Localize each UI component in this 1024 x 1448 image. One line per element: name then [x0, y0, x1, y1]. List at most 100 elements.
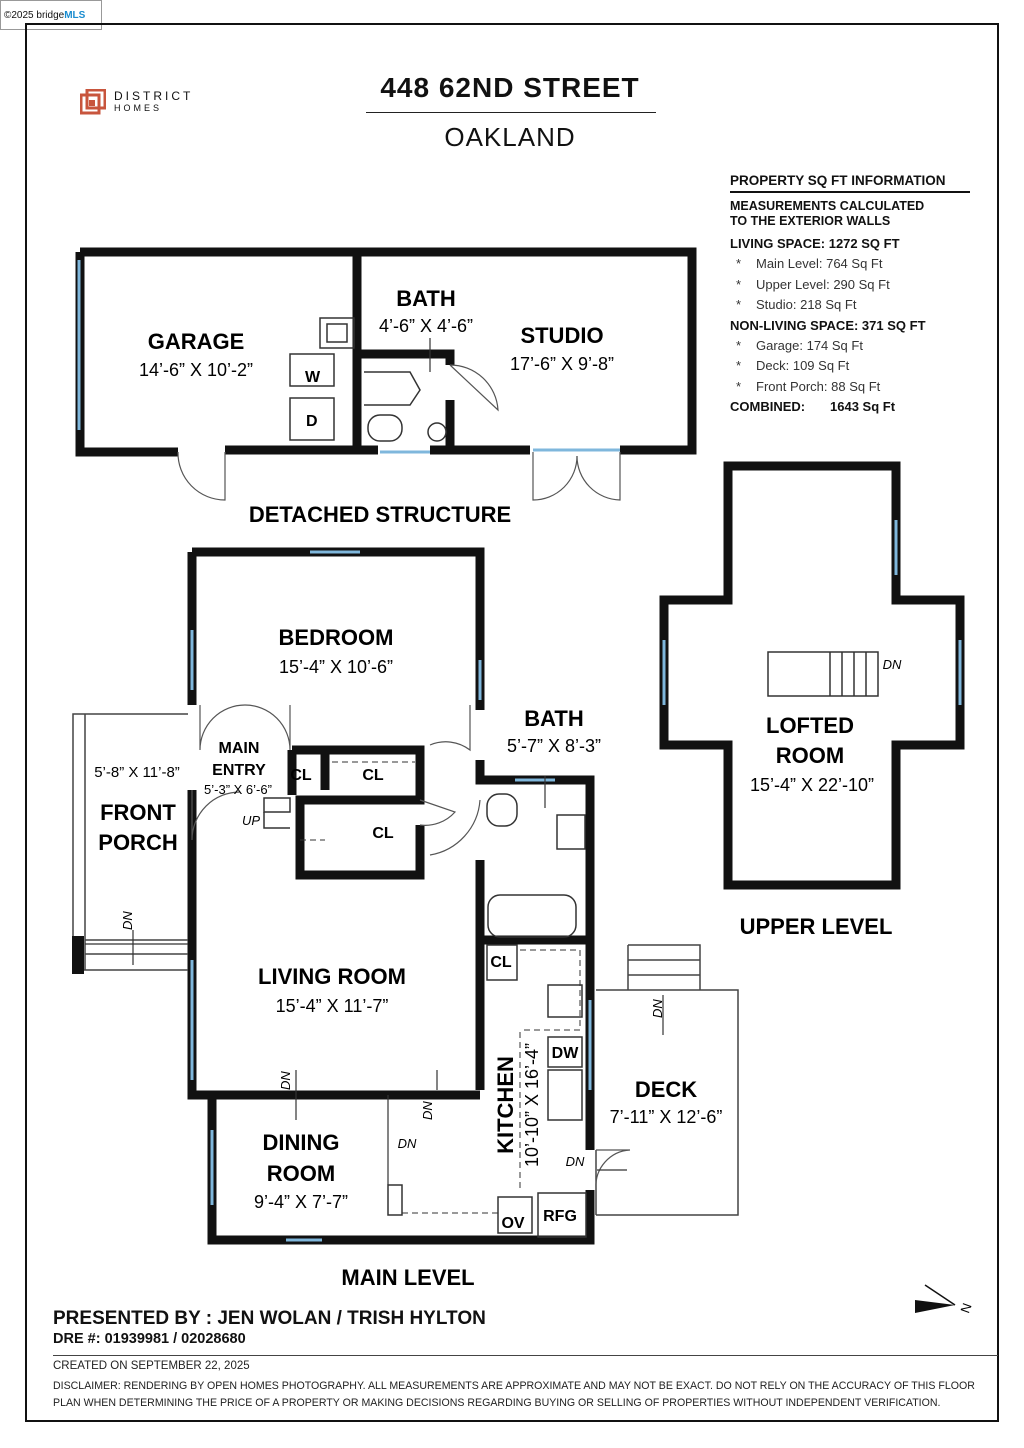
dryer-label: D — [306, 413, 318, 430]
logo-line2: HOMES — [114, 103, 163, 113]
dn-label-living: DN — [278, 1071, 293, 1090]
living-name: LIVING ROOM — [258, 964, 406, 989]
dashed-lines — [300, 761, 581, 1214]
combined-value: 1643 Sq Ft — [830, 399, 896, 414]
bath-main-dim: 5’-7” X 8’-3” — [507, 736, 601, 756]
upper-level-wall — [659, 461, 965, 890]
closet-label-1: CL — [290, 767, 312, 784]
dining-dim: 9’-4” X 7’-7” — [254, 1192, 348, 1212]
detached-toilet — [367, 414, 403, 442]
porch-dim: 5’-8” X 11’-8” — [94, 764, 180, 781]
sqft-note2: TO THE EXTERIOR WALLS — [730, 214, 891, 228]
sqft-note1: MEASUREMENTS CALCULATED — [730, 199, 925, 213]
compass-label: N — [957, 1301, 974, 1315]
kitchen-sink — [547, 984, 583, 1018]
garage-name: GARAGE — [148, 329, 245, 354]
dn-label-kitchen: DN — [566, 1154, 585, 1169]
dn-label-porch: DN — [120, 911, 135, 930]
dre-number: DRE #: 01939981 / 02028680 — [53, 1331, 246, 1347]
sqft-porch: *Front Porch: 88 Sq Ft — [730, 377, 970, 398]
oven-label: OV — [501, 1215, 524, 1232]
bullet: * — [736, 337, 742, 353]
sqft-upper-value: Upper Level: 290 Sq Ft — [756, 276, 890, 292]
bath-tub — [487, 894, 577, 938]
studio-name: STUDIO — [520, 323, 603, 348]
dn-label-dining2: DN — [398, 1136, 417, 1151]
washer-label: W — [305, 369, 321, 386]
bath-detached-dim: 4’-6” X 4’-6” — [379, 316, 473, 336]
dw-label: DW — [552, 1045, 580, 1062]
kitchen-column — [387, 1184, 403, 1216]
badge-text: ©2025 bridge — [4, 10, 65, 21]
sqft-studio-value: Studio: 218 Sq Ft — [756, 297, 857, 312]
created-date: CREATED ON SEPTEMBER 22, 2025 — [53, 1360, 250, 1372]
stair-arrows — [85, 338, 664, 1185]
studio-dim: 17’-6” X 9’-8” — [510, 354, 614, 374]
living-dim: 15’-4” X 11’-7” — [276, 996, 389, 1016]
sqft-upper: * Upper Level: 290 Sq Ft — [730, 275, 970, 296]
sqft-info: PROPERTY SQ FT INFORMATION MEASUREMENTS … — [730, 173, 970, 418]
main-entry-line1: MAIN — [219, 740, 260, 757]
dn-label-upper: DN — [883, 657, 902, 672]
fridge-box — [537, 1192, 587, 1238]
main-entry-dim: 5’-3” X 6’-6” — [204, 782, 272, 797]
logo-icon — [80, 89, 106, 115]
garage-dim: 14’-6” X 10’-2” — [139, 360, 253, 380]
closet-label-4: CL — [490, 954, 512, 971]
page-frame — [25, 23, 999, 1422]
closet-label-3: CL — [372, 825, 394, 842]
sqft-studio: * Studio: 218 Sq Ft — [730, 295, 970, 316]
dryer-box — [289, 397, 335, 441]
sqft-porch-value: Front Porch: 88 Sq Ft — [756, 378, 881, 394]
bath-sink — [556, 814, 586, 850]
logo-text: DISTRICT HOMES — [114, 90, 193, 114]
upper-stair — [767, 651, 879, 697]
kitchen-name: KITCHEN — [493, 1056, 518, 1154]
page-subtitle: OAKLAND — [444, 122, 576, 152]
bath-wall — [360, 349, 455, 365]
lofted-dim: 15’-4” X 22’-10” — [750, 775, 874, 795]
garage-sink — [319, 317, 355, 349]
windows — [77, 260, 962, 1242]
lofted-line2: ROOM — [776, 743, 844, 768]
fridge-label: RFG — [543, 1208, 577, 1225]
bullet: * — [736, 297, 742, 312]
main-outer-wall — [187, 790, 595, 1245]
dining-line2: ROOM — [267, 1161, 335, 1186]
porch-line1: FRONT — [100, 800, 176, 825]
porch-post — [72, 936, 84, 974]
disclaimer: DISCLAIMER: RENDERING BY OPEN HOMES PHOT… — [53, 1380, 975, 1409]
kitchen-closet — [486, 944, 518, 981]
presented-by: PRESENTED BY : JEN WOLAN / TRISH HYLTON — [53, 1308, 486, 1329]
sqft-heading: PROPERTY SQ FT INFORMATION — [730, 173, 970, 193]
detached-shower — [364, 371, 421, 406]
footer-divider — [53, 1355, 998, 1356]
logo-line1: DISTRICT — [114, 89, 194, 103]
bedroom-dim: 15’-4” X 10’-6” — [279, 657, 393, 677]
washer-box — [289, 353, 335, 387]
dw-box — [547, 1036, 583, 1068]
sqft-deck-value: Deck: 109 Sq Ft — [756, 358, 850, 373]
dn-label-dining1: DN — [420, 1101, 435, 1120]
detached-outer-wall — [80, 247, 697, 455]
sqft-main: * Main Level: 764 Sq Ft — [730, 254, 970, 275]
deck-dim: 7’-11” X 12’-6” — [610, 1107, 723, 1127]
sqft-deck: *Deck: 109 Sq Ft — [730, 356, 970, 377]
bullet: * — [736, 256, 742, 271]
sqft-nonliving: NON-LIVING SPACE: 371 SQ FT — [730, 317, 926, 333]
combined-label: COMBINED: — [730, 399, 806, 414]
lofted-line1: LOFTED — [766, 713, 854, 738]
up-label: UP — [242, 813, 260, 828]
oven-box — [497, 1196, 533, 1234]
dining-line1: DINING — [263, 1130, 340, 1155]
mls-badge: ©2025 bridgeMLS — [0, 0, 102, 30]
bullet: * — [736, 276, 742, 292]
closet-walls — [292, 745, 425, 880]
fixtures — [263, 317, 879, 1238]
kitchen-range — [547, 1069, 583, 1121]
main-level-label: MAIN LEVEL — [341, 1265, 474, 1290]
door-swings — [177, 364, 631, 1189]
bath-detached-name: BATH — [396, 286, 455, 311]
sqft-main-value: Main Level: 764 Sq Ft — [756, 256, 883, 271]
